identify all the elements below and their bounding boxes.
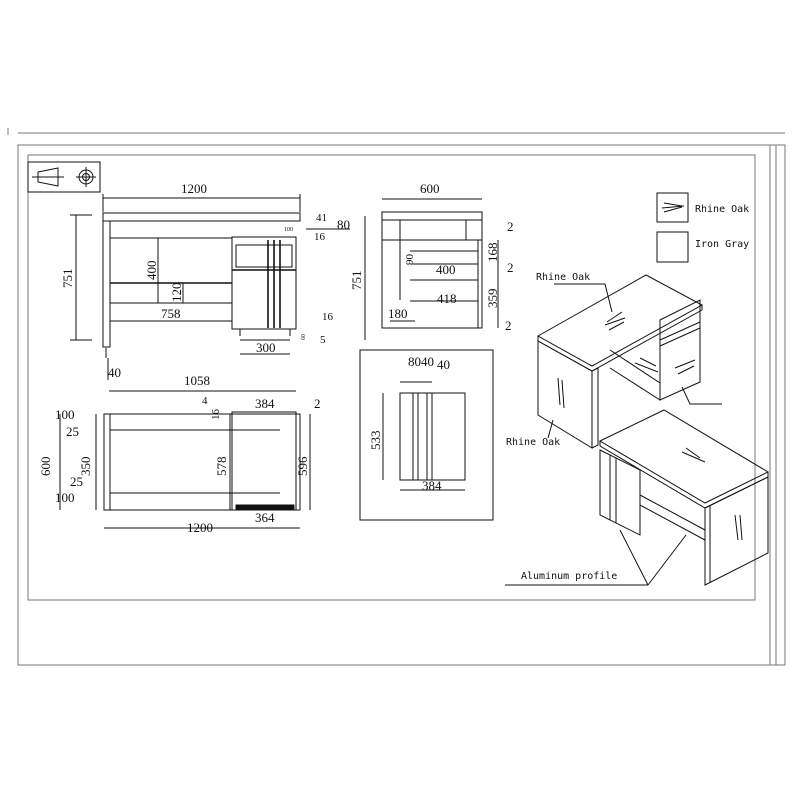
dim-top-1058: 1058 [184,373,210,388]
dim-top-596: 596 [295,456,310,476]
wood-grain-icon [734,514,743,541]
top-view: 1058 4 384 2 16 100 25 600 350 578 596 2… [38,373,321,535]
dim-side-width: 600 [420,181,440,196]
dim-front-400: 400 [144,261,159,281]
iso-label-top: Rhine Oak [536,272,590,283]
legend-rhine-oak: Rhine Oak [695,204,749,215]
dim-top-600: 600 [38,457,53,477]
dim-side-2a: 2 [507,219,514,234]
dim-front-40: 40 [108,365,121,380]
wood-grain-icon [634,357,659,373]
dim-side-359: 359 [485,289,500,309]
wood-grain-icon [604,311,626,331]
dim-top-2: 2 [314,396,321,411]
material-legend: Rhine Oak Iron Gray [656,192,749,263]
dim-panel-384: 384 [422,478,442,493]
dim-top-100b: 100 [55,490,75,505]
front-view: 1200 751 100 41 80 16 400 120 758 300 16… [60,181,350,380]
iron-gray-swatch [656,231,689,263]
dim-panel-8040: 8040 [408,354,434,369]
wood-grain-icon [681,447,706,463]
legend-iron-gray: Iron Gray [695,239,749,250]
dim-side-400: 400 [436,262,456,277]
dim-front-60: 60 [301,334,307,340]
wood-grain-icon [661,202,685,213]
dim-side-2c: 2 [505,318,512,333]
panel-view: 8040 40 533 384 [359,349,494,521]
dim-front-100: 100 [284,227,293,233]
dim-side-168: 168 [485,243,500,263]
wood-grain-icon [557,377,565,409]
dim-side-180: 180 [388,306,408,321]
drawing-frame [7,128,786,666]
dim-panel-533: 533 [368,431,383,451]
dim-side-418: 418 [437,291,457,306]
dim-top-100a: 100 [55,407,75,422]
dim-top-350: 350 [78,457,93,477]
dim-top-25b: 25 [70,474,83,489]
dim-top-384: 384 [255,396,275,411]
dim-front-80: 80 [337,217,350,232]
iso-desk-front: Rhine Oak Rhine Oak [506,272,722,449]
dim-front-width: 1200 [181,181,207,196]
dim-front-height: 751 [60,269,75,289]
dim-front-120: 120 [169,283,184,303]
dim-side-90: 90 [404,254,416,266]
dim-front-5: 5 [320,334,326,346]
dim-top-364: 364 [255,510,275,525]
dim-side-2b: 2 [507,260,514,275]
iso-desk-back: Aluminum profile [505,409,770,586]
iso-label-side: Rhine Oak [506,437,560,448]
iso-label-profile: Aluminum profile [521,571,617,582]
side-view: 600 751 90 400 418 180 168 359 2 2 2 [349,181,514,340]
dim-front-758: 758 [161,306,181,321]
dim-top-25a: 25 [66,424,79,439]
dim-panel-40: 40 [437,357,450,372]
dim-front-16b: 16 [322,311,334,323]
dim-top-16: 16 [210,409,222,421]
dim-front-300: 300 [256,340,276,355]
dim-front-16: 16 [314,231,326,243]
dim-front-41: 41 [316,212,327,224]
dim-side-height: 751 [349,271,364,291]
rhine-oak-swatch [656,192,689,223]
dim-top-4: 4 [202,395,208,407]
wood-grain-icon [674,359,696,375]
dim-top-1200: 1200 [187,520,213,535]
projection-symbol-icon [27,161,101,193]
dim-top-578: 578 [214,457,229,477]
